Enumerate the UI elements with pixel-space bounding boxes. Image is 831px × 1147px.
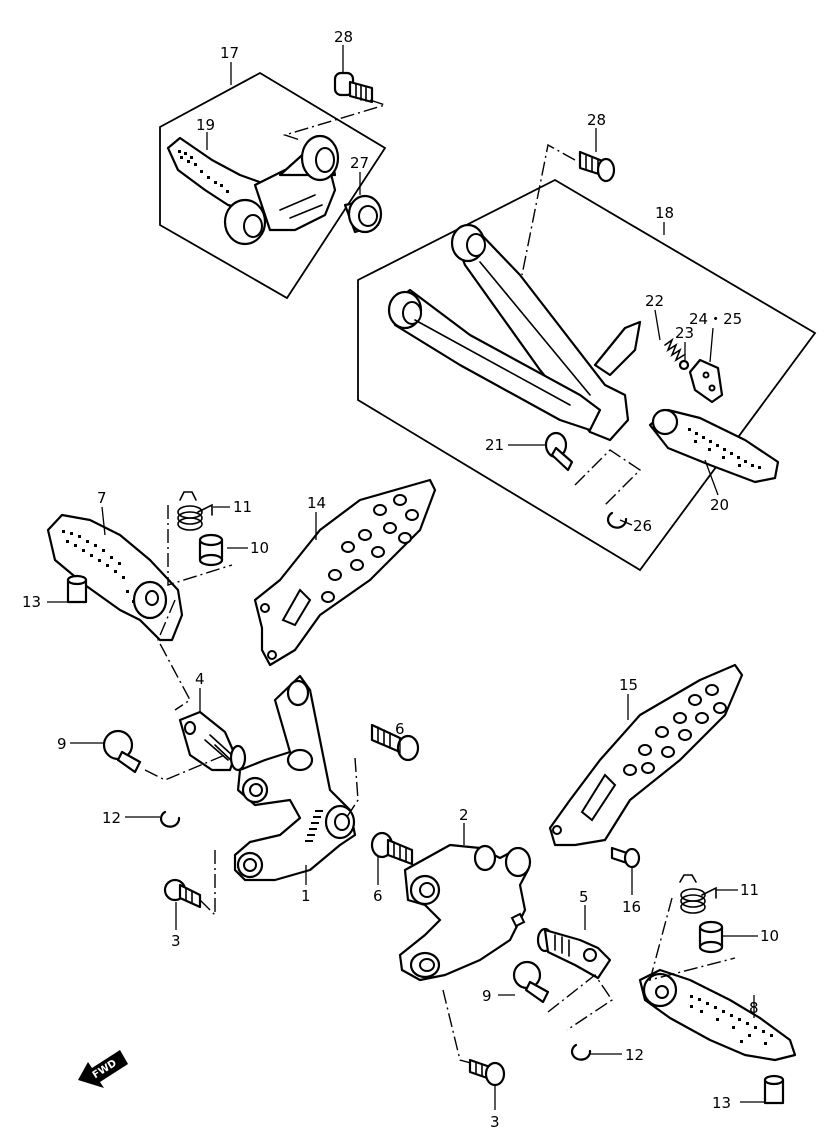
part-10-collar-right	[698, 920, 724, 954]
callout-16: 16	[622, 898, 641, 916]
part-15-heel-guard-right	[548, 663, 744, 847]
callout-9-left: 9	[57, 735, 67, 753]
callout-21: 21	[485, 436, 504, 454]
callout-11-left: 11	[233, 498, 252, 516]
part-3-screw-left	[163, 878, 202, 909]
callout-18: 18	[655, 204, 674, 222]
part-9-pin-left	[102, 729, 142, 774]
callout-4: 4	[195, 670, 205, 688]
part-23-ball	[678, 359, 690, 371]
part-11-spring-right	[679, 874, 717, 914]
part-16-screw	[610, 846, 641, 869]
leader-lines	[47, 45, 765, 1110]
part-8-footpeg-right	[638, 968, 797, 1062]
callout-20: 20	[710, 496, 729, 514]
callout-17: 17	[220, 44, 239, 62]
callout-9-right: 9	[482, 987, 492, 1005]
part-2-bracket-right	[398, 843, 532, 982]
callout-6-upper: 6	[395, 720, 405, 738]
part-7-footpeg-left	[46, 513, 184, 642]
callout-10-right: 10	[760, 927, 779, 945]
part-28-screw-top	[333, 71, 374, 104]
part-3-screw-right	[468, 1058, 506, 1087]
part-13-bolt-right	[763, 1074, 785, 1105]
part-6-bolt-upper	[370, 723, 420, 762]
callout-26: 26	[633, 517, 652, 535]
part-11-spring-left	[177, 491, 213, 531]
assembly-box-17	[159, 71, 387, 300]
callout-6-lower: 6	[373, 887, 383, 905]
part-12-clip-right	[570, 1043, 592, 1061]
callout-labels: 17 28 19 27 28 18 22 24・25 23 21 20 26 7…	[22, 28, 779, 1131]
callout-23: 23	[675, 324, 694, 342]
part-24-25-plate	[688, 358, 724, 404]
callout-14: 14	[307, 494, 326, 512]
callout-24-25: 24・25	[689, 310, 742, 328]
forward-arrow-icon: FWD	[78, 1050, 128, 1088]
callout-10-left: 10	[250, 539, 269, 557]
part-28-screw-box18	[578, 150, 616, 183]
part-1-bracket-left	[233, 674, 357, 882]
callout-28-box18: 28	[587, 111, 606, 129]
part-5-pivot-right	[536, 927, 612, 980]
part-9-pin-right	[512, 960, 550, 1004]
callout-2: 2	[459, 806, 469, 824]
callout-1: 1	[301, 887, 311, 905]
callout-3-left: 3	[171, 932, 181, 950]
callout-15: 15	[619, 676, 638, 694]
callout-3-right: 3	[490, 1113, 500, 1131]
callout-5: 5	[579, 888, 589, 906]
callout-28-top: 28	[334, 28, 353, 46]
part-14-heel-guard-left	[253, 478, 437, 667]
part-13-bolt-left	[66, 574, 88, 604]
callout-22: 22	[645, 292, 664, 310]
part-6-bolt-lower	[370, 831, 414, 866]
part-19-rear-footrest	[166, 134, 340, 246]
callout-13-right: 13	[712, 1094, 731, 1112]
part-22-spring	[664, 337, 685, 362]
part-20-footpeg	[648, 408, 780, 484]
callout-12-right: 12	[625, 1046, 644, 1064]
callout-19: 19	[196, 116, 215, 134]
callout-27: 27	[350, 154, 369, 172]
part-4-pivot-left	[178, 710, 247, 772]
callout-8: 8	[749, 999, 759, 1017]
part-26-clip	[606, 511, 628, 529]
part-21-pin	[544, 431, 574, 472]
part-12-clip-left	[159, 810, 181, 828]
part-10-collar-left	[198, 533, 224, 567]
bracket-18-frame	[387, 223, 642, 442]
callout-11-right: 11	[740, 881, 759, 899]
part-27-collar	[343, 194, 383, 234]
callout-12-left: 12	[102, 809, 121, 827]
callout-7: 7	[97, 489, 107, 507]
callout-13-left: 13	[22, 593, 41, 611]
